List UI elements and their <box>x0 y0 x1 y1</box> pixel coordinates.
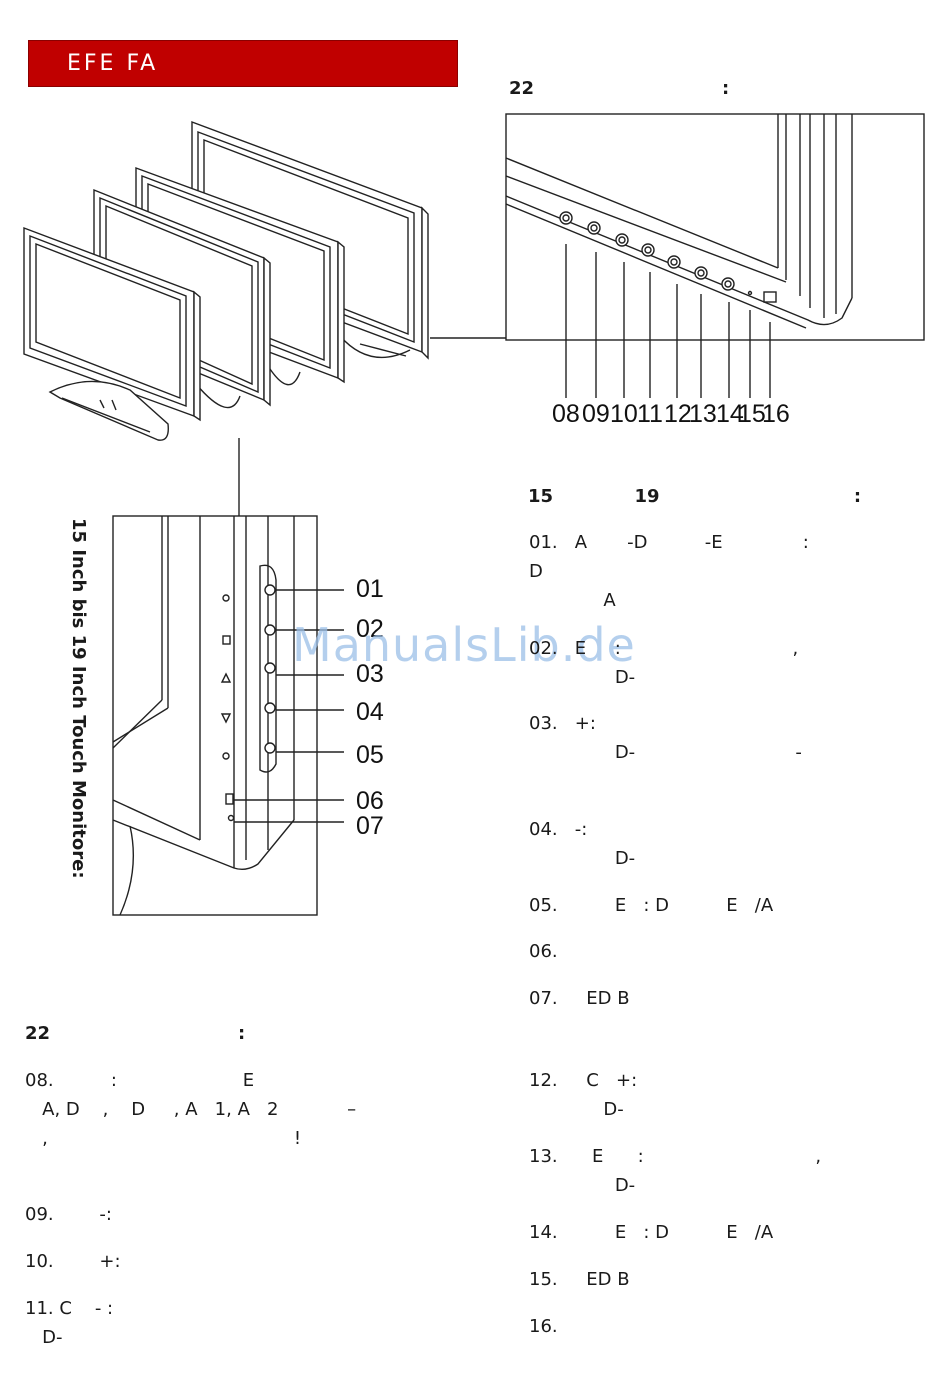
item-text: D- - <box>529 742 802 763</box>
item-text: ED B <box>557 988 630 1009</box>
item-text: +: <box>557 713 596 734</box>
item-text: A, D , D , A 1, A 2 – <box>25 1099 357 1120</box>
item-text: A -D -E : <box>557 532 809 553</box>
left-list-item-10: 10. +: <box>25 1247 121 1276</box>
item-text: -: <box>557 819 588 840</box>
banner-title: EFE FA <box>67 51 159 76</box>
callout-15: 15 <box>738 400 766 428</box>
right-list-item-16: 16. <box>529 1312 558 1341</box>
item-text: D- <box>529 848 636 869</box>
heading-right-top: 22 : <box>509 78 730 99</box>
right-list-item-13: 13. E : , D- <box>529 1142 821 1200</box>
item-number: 05. <box>529 895 558 916</box>
item-text: : E <box>53 1070 255 1091</box>
item-text: +: <box>53 1251 121 1272</box>
heading-right-mid: 15 19 : <box>528 486 862 507</box>
callout-08: 08 <box>552 400 580 428</box>
item-number: 16. <box>529 1316 558 1337</box>
item-number: 09. <box>25 1204 54 1225</box>
left-list-item-11: 11. C - : D- <box>25 1294 113 1352</box>
item-number: 04. <box>529 819 558 840</box>
item-text: D- <box>529 1175 636 1196</box>
bezel-detail-side <box>112 516 344 916</box>
item-number: 12. <box>529 1070 558 1091</box>
item-number: 06. <box>529 941 558 962</box>
right-list-item-07: 07. ED B <box>529 984 630 1013</box>
callout-06: 06 <box>356 787 384 815</box>
callout-03: 03 <box>356 660 384 688</box>
right-list-item-03: 03. +: D- - <box>529 709 802 767</box>
item-text: C - : <box>53 1298 114 1319</box>
callout-11: 11 <box>637 400 663 428</box>
callout-09: 09 <box>582 400 610 428</box>
header-banner: EFE FA <box>28 40 458 87</box>
right-list-item-06: 06. <box>529 937 558 966</box>
item-text: , ! <box>25 1128 302 1149</box>
item-text: E : D E /A <box>557 1222 774 1243</box>
left-list-item-08: 08. : E A, D , D , A 1, A 2 – , ! <box>25 1066 356 1153</box>
right-list-item-02: 02. E : , D- <box>529 634 798 692</box>
bezel-detail-top <box>505 114 853 398</box>
item-text: -: <box>53 1204 112 1225</box>
callout-16: 16 <box>762 400 790 428</box>
callout-05: 05 <box>356 741 384 769</box>
right-list-item-04: 04. -: D- <box>529 815 635 873</box>
item-text: ED B <box>557 1269 630 1290</box>
callout-01: 01 <box>356 575 384 603</box>
item-number: 10. <box>25 1251 54 1272</box>
item-text: A <box>529 590 616 611</box>
right-list-item-05: 05. E : D E /A <box>529 891 773 920</box>
item-text: E : D E /A <box>557 895 774 916</box>
item-number: 02. <box>529 638 558 659</box>
item-number: 15. <box>529 1269 558 1290</box>
item-text: D- <box>529 1099 624 1120</box>
right-list-item-14: 14. E : D E /A <box>529 1218 773 1247</box>
right-list-item-15: 15. ED B <box>529 1265 630 1294</box>
item-number: 08. <box>25 1070 54 1091</box>
callout-10: 10 <box>610 400 638 428</box>
item-text: E : , <box>557 638 799 659</box>
item-text: C +: <box>557 1070 638 1091</box>
item-text: D <box>529 561 543 582</box>
item-number: 13. <box>529 1146 558 1167</box>
item-text: E : , <box>557 1146 822 1167</box>
callout-04: 04 <box>356 698 384 726</box>
right-list-item-01: 01. A -D -E : D A <box>529 528 809 615</box>
item-text: D- <box>25 1327 63 1348</box>
right-list-item-12: 12. C +: D- <box>529 1066 637 1124</box>
callout-07: 07 <box>356 812 384 840</box>
monitor-15-inch <box>23 226 201 441</box>
callout-14: 14 <box>716 400 744 428</box>
item-number: 03. <box>529 713 558 734</box>
item-number: 14. <box>529 1222 558 1243</box>
item-text: D- <box>529 667 636 688</box>
heading-left-bottom: 22 : <box>25 1023 246 1044</box>
watermark: ManualsLib.de <box>292 618 636 672</box>
callout-13: 13 <box>689 400 717 428</box>
callout-12: 12 <box>664 400 692 428</box>
item-number: 07. <box>529 988 558 1009</box>
item-number: 11. <box>25 1298 54 1319</box>
left-list-item-09: 09. -: <box>25 1200 112 1229</box>
item-number: 01. <box>529 532 558 553</box>
side-title: 15 Inch bis 19 Inch Touch Monitore: <box>68 518 89 879</box>
callout-02: 02 <box>356 615 384 643</box>
